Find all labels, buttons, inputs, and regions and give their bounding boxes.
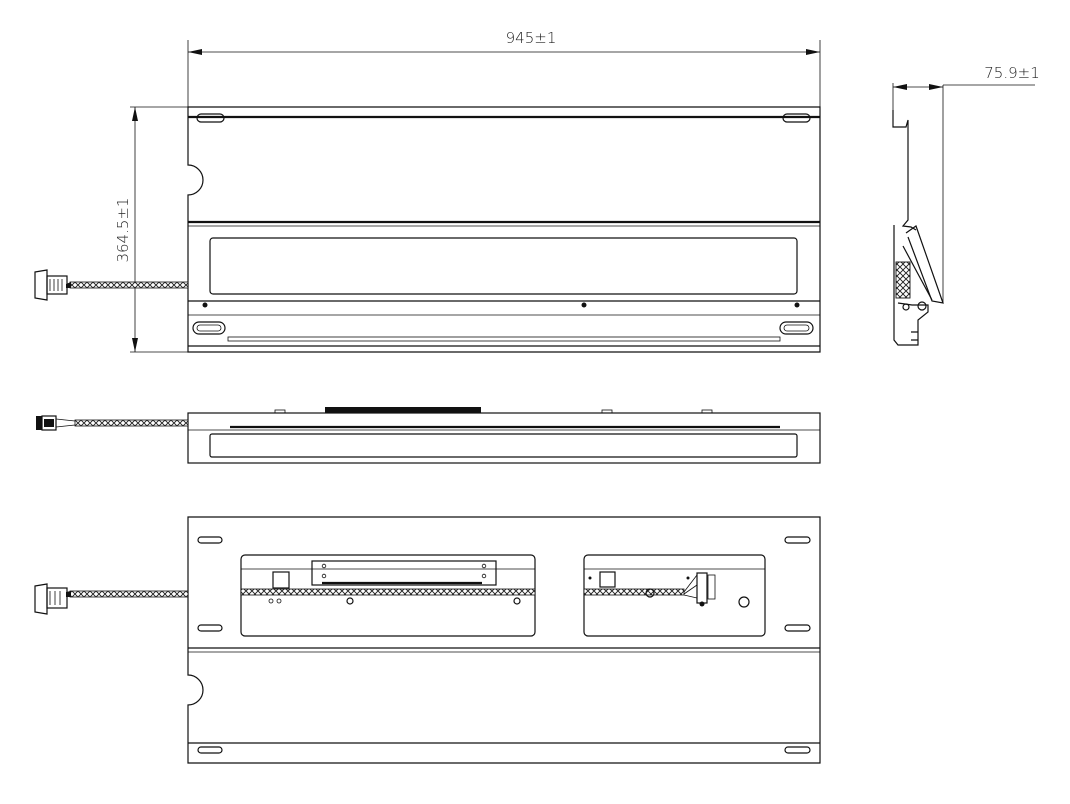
width-dimension-label: 945±1 <box>506 29 557 47</box>
connector-icon <box>34 583 71 615</box>
mounting-slot <box>192 321 226 335</box>
mounting-slot <box>196 113 225 123</box>
terminal-block <box>696 572 708 604</box>
mounting-slot <box>782 113 811 123</box>
connector-block <box>599 571 616 588</box>
screw <box>581 302 587 308</box>
braided-cable <box>583 588 685 596</box>
depth-dimension-label: 75.9±1 <box>984 64 1040 82</box>
rear-view <box>34 516 821 764</box>
braided-cable <box>69 590 189 598</box>
width-dimension: 945±1 <box>187 29 821 107</box>
top-view <box>36 407 821 464</box>
connector-icon <box>34 269 71 301</box>
connector-icon <box>36 415 76 431</box>
electronics-bay <box>583 554 766 637</box>
front-view <box>34 106 821 353</box>
height-dimension-label: 364.5±1 <box>114 197 132 262</box>
mounting-slot <box>779 321 814 335</box>
braided-cable <box>240 588 536 596</box>
screw <box>794 302 800 308</box>
side-profile: 75.9±1 <box>892 64 1040 346</box>
braided-cable <box>74 419 189 427</box>
braided-cable <box>69 281 189 289</box>
led-driver <box>311 560 497 586</box>
screw <box>202 302 208 308</box>
display-window <box>209 237 798 295</box>
display-window <box>209 433 798 458</box>
connector-block <box>272 571 290 589</box>
height-dimension: 364.5±1 <box>114 106 188 353</box>
electronics-bay <box>240 554 536 637</box>
